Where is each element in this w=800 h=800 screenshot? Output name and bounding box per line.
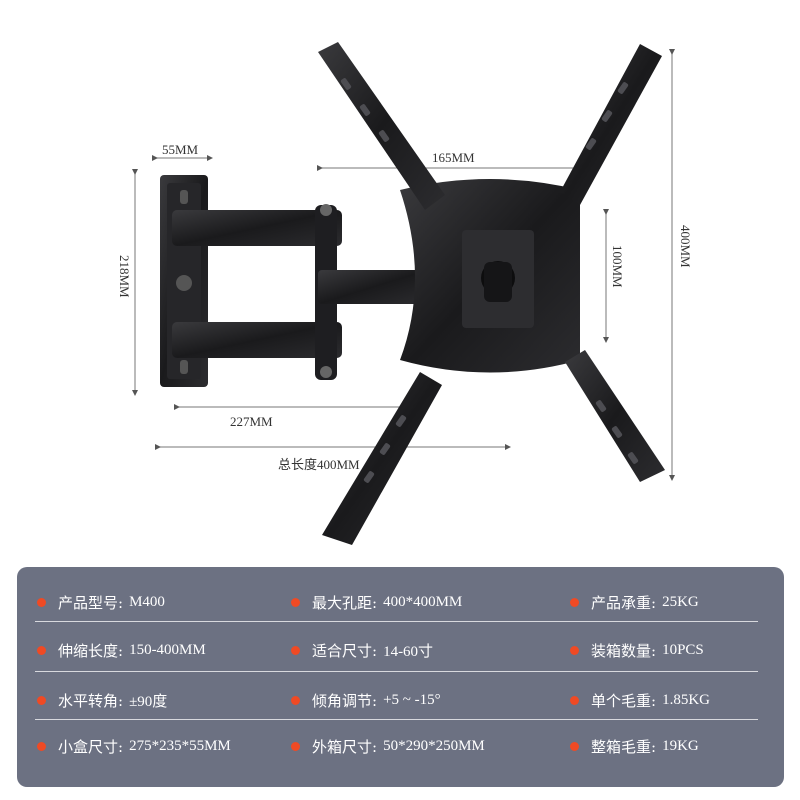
spec-fit-size: 适合尺寸:14-60寸 [291,627,433,673]
dim-arm-extension: 227MM [230,414,273,429]
bullet-dot [291,741,300,751]
spec-load: 产品承重:25KG [570,579,699,625]
product-illustration: 55MM 165MM 218MM 100MM 400MM 227MM 总长度40… [117,42,693,545]
spec-max-hole: 最大孔距:400*400MM [291,579,462,625]
bullet-dot [570,695,579,705]
row-divider [35,719,758,720]
bullet-dot [291,597,300,607]
spec-model: 产品型号:M400 [37,579,165,625]
spec-carton-size: 外箱尺寸:50*290*250MM [291,723,485,769]
bullet-dot [570,597,579,607]
row-divider [35,671,758,672]
bullet-dot [291,695,300,705]
spec-swivel: 水平转角:±90度 [37,677,167,723]
spec-extension: 伸缩长度:150-400MM [37,627,206,673]
bullet-dot [291,645,300,655]
tv-wall-mount-drawing [132,42,675,545]
bullet-dot [37,695,46,705]
dim-total-height: 400MM [678,225,693,268]
spec-panel: 产品型号:M400 最大孔距:400*400MM 产品承重:25KG 伸缩长度:… [17,567,784,787]
spec-box-qty: 装箱数量:10PCS [570,627,704,673]
spec-unit-weight: 单个毛重:1.85KG [570,677,710,723]
dim-plate-width: 165MM [432,150,475,165]
dim-wall-plate-height: 218MM [117,255,132,298]
row-divider [35,621,758,622]
bullet-dot [570,645,579,655]
bullet-dot [570,741,579,751]
bullet-dot [37,597,46,607]
spec-box-size: 小盒尺寸:275*235*55MM [37,723,231,769]
spec-tilt: 倾角调节:+5 ~ -15° [291,677,441,723]
spec-row-2: 伸缩长度:150-400MM 适合尺寸:14-60寸 装箱数量:10PCS [17,627,784,673]
bracket-legs [318,42,665,545]
spec-row-1: 产品型号:M400 最大孔距:400*400MM 产品承重:25KG [17,579,784,625]
spec-carton-weight: 整箱毛重:19KG [570,723,699,769]
dimension-lines [132,49,675,481]
spec-row-3: 水平转角:±90度 倾角调节:+5 ~ -15° 单个毛重:1.85KG [17,677,784,723]
dim-total-length: 总长度400MM [278,457,360,472]
swing-arms [172,204,428,380]
dim-vesa-small: 100MM [610,245,625,288]
dim-arm-width: 55MM [162,142,199,157]
bracket-slots [340,78,639,483]
spec-row-4: 小盒尺寸:275*235*55MM 外箱尺寸:50*290*250MM 整箱毛重… [17,723,784,769]
tv-bracket-plate [400,179,580,373]
bullet-dot [37,645,46,655]
bullet-dot [37,741,46,751]
